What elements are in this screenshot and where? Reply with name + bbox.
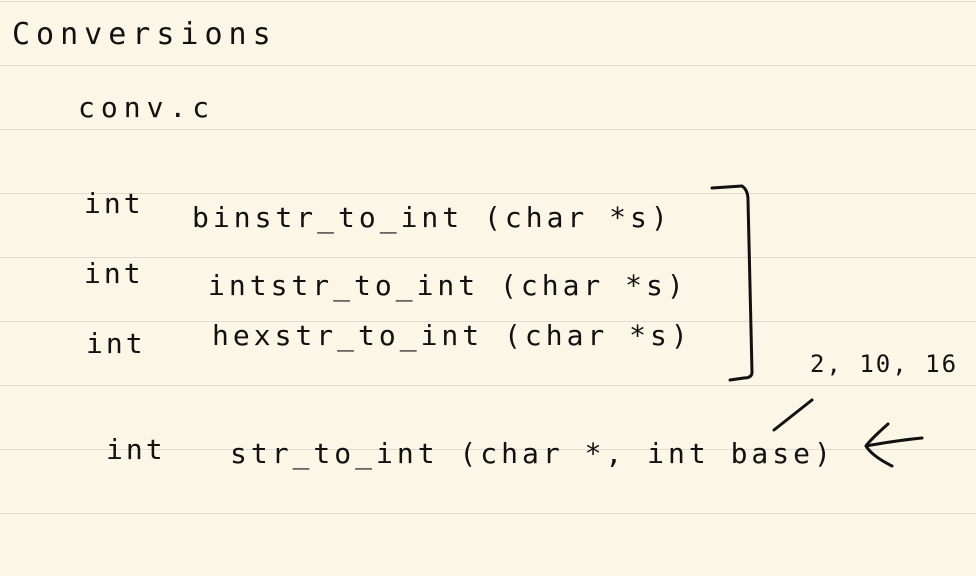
return-type-binstr: int [84, 187, 144, 220]
return-type-intstr: int [84, 257, 144, 290]
signature-str-to-int: str_to_int (char *, int base) [230, 437, 835, 470]
grouping-bracket [710, 184, 754, 382]
signature-hexstr-to-int: hexstr_to_int (char *s) [212, 319, 692, 352]
bases-annotation: 2, 10, 16 [810, 350, 959, 378]
file-name: conv.c [78, 91, 216, 124]
signature-binstr-to-int: binstr_to_int (char *s) [192, 201, 672, 234]
annotation-pointer-line [772, 398, 814, 432]
signature-intstr-to-int: intstr_to_int (char *s) [208, 269, 688, 302]
return-type-str-to-int: int [106, 433, 166, 466]
left-arrow-icon [864, 422, 924, 468]
return-type-hexstr: int [86, 327, 146, 360]
note-title: Conversions [12, 17, 277, 52]
